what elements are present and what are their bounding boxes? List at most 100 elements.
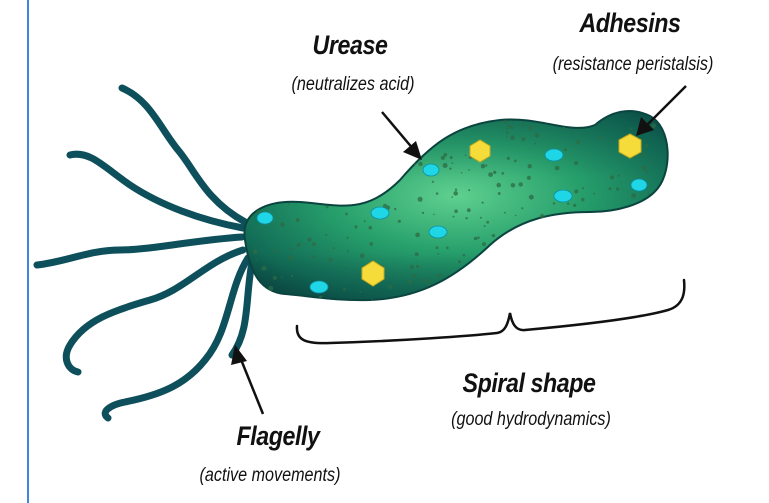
speckle [398, 220, 401, 223]
speckle [458, 260, 461, 263]
spiral-shape-title: Spiral shape [447, 368, 610, 399]
speckle [432, 181, 434, 183]
speckle [648, 193, 650, 195]
speckle [581, 198, 585, 202]
speckle [370, 242, 374, 246]
speckle [514, 160, 517, 163]
speckle [253, 249, 258, 254]
speckle [268, 286, 273, 291]
speckle [354, 225, 357, 228]
speckle [446, 247, 449, 250]
flagellum-5 [105, 258, 248, 418]
speckle [649, 161, 652, 164]
speckle [388, 285, 392, 289]
speckle [333, 247, 335, 249]
speckle [519, 182, 523, 186]
speckle [468, 169, 470, 171]
speckle [493, 171, 496, 174]
speckle [496, 183, 501, 188]
speckle [506, 136, 508, 138]
speckle [630, 127, 632, 129]
urease-title: Urease [303, 30, 398, 61]
speckle [297, 243, 301, 247]
speckle [528, 164, 532, 168]
speckle [319, 296, 322, 299]
urease-spot [631, 179, 647, 191]
speckle [345, 213, 348, 216]
speckle [450, 156, 453, 159]
speckle [371, 299, 373, 301]
flagellum-4 [66, 250, 243, 372]
speckle [326, 205, 329, 208]
speckle [461, 172, 463, 174]
speckle [492, 234, 495, 237]
speckle [454, 209, 458, 213]
speckle [289, 248, 292, 251]
speckle [410, 265, 414, 269]
speckle [329, 258, 333, 262]
speckle [484, 225, 486, 227]
speckle [515, 215, 517, 217]
speckle [433, 214, 435, 216]
speckle [574, 189, 578, 193]
speckle [465, 155, 467, 157]
speckle [573, 204, 576, 207]
speckle [436, 192, 439, 195]
speckle [455, 189, 457, 191]
speckle [418, 162, 422, 166]
speckle [521, 123, 524, 126]
adhesins-subtitle: (resistance peristalsis) [535, 54, 731, 76]
speckle [474, 237, 478, 241]
speckle [616, 187, 619, 190]
speckle [535, 133, 540, 138]
speckle [498, 192, 501, 195]
urease-spot [429, 226, 447, 238]
speckle [408, 280, 412, 284]
speckle [463, 254, 466, 257]
speckle [261, 266, 266, 271]
urease-spot [257, 212, 273, 224]
speckle [507, 157, 510, 160]
speckle [645, 170, 648, 173]
speckle [582, 187, 584, 189]
speckle [289, 256, 294, 261]
speckle [482, 202, 484, 204]
speckle [312, 242, 316, 246]
speckle [534, 143, 536, 145]
speckle [347, 250, 349, 252]
speckle [567, 203, 569, 205]
speckle [529, 195, 534, 200]
speckle [418, 197, 423, 202]
speckle [631, 193, 636, 198]
speckle [453, 216, 455, 218]
speckle [504, 212, 506, 214]
speckle [369, 226, 373, 230]
urease-arrow [382, 112, 422, 160]
speckle [485, 164, 487, 166]
speckle [486, 221, 489, 224]
speckle [645, 144, 648, 147]
speckle [274, 249, 277, 252]
speckle [394, 208, 396, 210]
speckle [510, 135, 515, 140]
speckle [511, 183, 516, 188]
speckle [255, 260, 257, 262]
speckle [413, 274, 417, 278]
speckle [521, 137, 525, 141]
speckle [468, 189, 470, 191]
speckle [598, 136, 601, 139]
flagelly-arrow [231, 345, 263, 414]
speckle [540, 214, 545, 219]
speckle [344, 267, 346, 269]
speckle [421, 278, 425, 282]
flagelly-title: Flagelly [222, 421, 334, 452]
speckle [288, 203, 290, 205]
speckle [488, 172, 493, 177]
speckle [527, 176, 531, 180]
speckle [440, 274, 442, 276]
speckle [642, 165, 647, 170]
speckle [521, 207, 523, 209]
speckle [657, 159, 659, 161]
speckle [452, 162, 454, 164]
speckle [576, 140, 580, 144]
